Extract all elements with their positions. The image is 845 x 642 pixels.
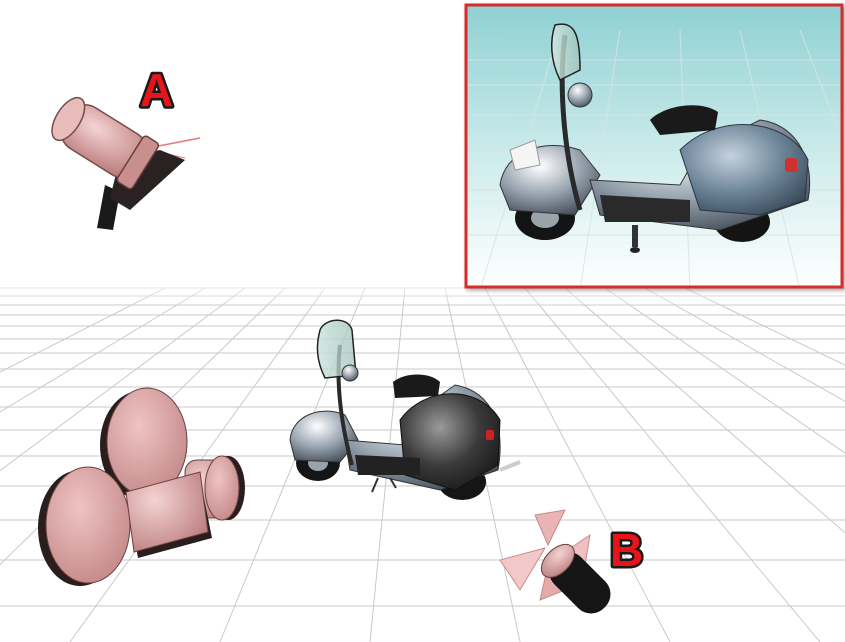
light-a-spotlight[interactable] bbox=[44, 90, 200, 230]
light-a-label: A bbox=[140, 64, 173, 116]
light-b-label: B bbox=[610, 524, 643, 576]
light-b-spotlight[interactable] bbox=[500, 510, 619, 622]
movie-camera[interactable] bbox=[38, 388, 245, 586]
